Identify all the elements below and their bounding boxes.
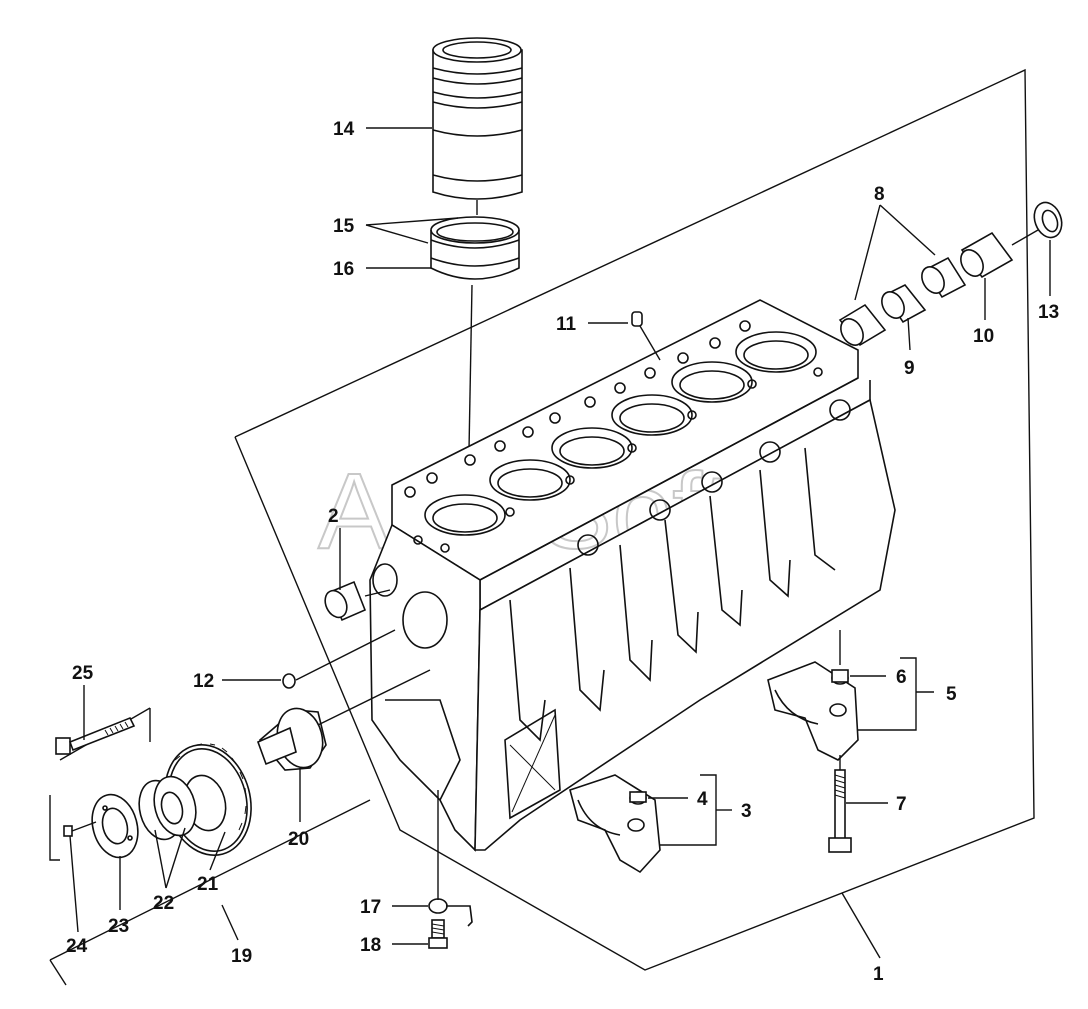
callout-4: 4 [697, 789, 708, 810]
bolt-25 [55, 716, 136, 755]
idler-shaft-20 [256, 669, 431, 771]
plug-12 [282, 629, 396, 689]
callout-6: 6 [896, 667, 907, 688]
camshaft-bushings [838, 229, 1039, 347]
callout-18: 18 [360, 935, 381, 956]
assembly-boundary-1 [234, 68, 1035, 971]
oil-jet-17 [428, 790, 473, 927]
callout-2: 2 [328, 506, 339, 527]
callout-20: 20 [288, 829, 309, 850]
callout-16: 16 [333, 259, 354, 280]
plug-11 [631, 311, 661, 361]
callout-3: 3 [741, 801, 752, 822]
callout-22: 22 [153, 893, 174, 914]
thrust-plate-23 [91, 793, 139, 859]
seal-ring-13 [1033, 201, 1063, 239]
bolt-7 [828, 755, 852, 853]
front-bushing-2 [324, 580, 391, 622]
callout-14: 14 [333, 119, 355, 140]
callout-8: 8 [874, 184, 885, 205]
idler-bearings-22 [138, 775, 197, 841]
callout-9: 9 [904, 358, 915, 379]
bolt-18 [428, 919, 448, 949]
callout-13: 13 [1038, 302, 1059, 323]
callout-21: 21 [197, 874, 219, 895]
main-bearing-cap-5 [767, 630, 859, 761]
callout-5: 5 [946, 684, 957, 705]
callout-1: 1 [873, 964, 884, 985]
callout-15: 15 [333, 216, 355, 237]
leader-lines [69, 127, 1051, 959]
callout-24: 24 [66, 936, 88, 957]
bolt-24 [63, 821, 97, 837]
callout-19: 19 [231, 946, 252, 967]
assembly-boundary-19 [49, 795, 60, 861]
main-bearing-cap-3 [569, 774, 661, 874]
callout-25: 25 [72, 663, 94, 684]
callout-17: 17 [360, 897, 381, 918]
callout-23: 23 [108, 916, 129, 937]
liner-seal-rings [430, 216, 520, 280]
engine-block [369, 299, 896, 852]
cylinder-liner [432, 37, 523, 215]
callout-10: 10 [973, 326, 994, 347]
callout-12: 12 [193, 671, 214, 692]
callout-labels: 1 2 3 4 5 6 7 8 9 10 11 12 13 14 15 16 1… [66, 119, 1059, 985]
callout-11: 11 [556, 314, 577, 335]
callout-7: 7 [896, 794, 907, 815]
